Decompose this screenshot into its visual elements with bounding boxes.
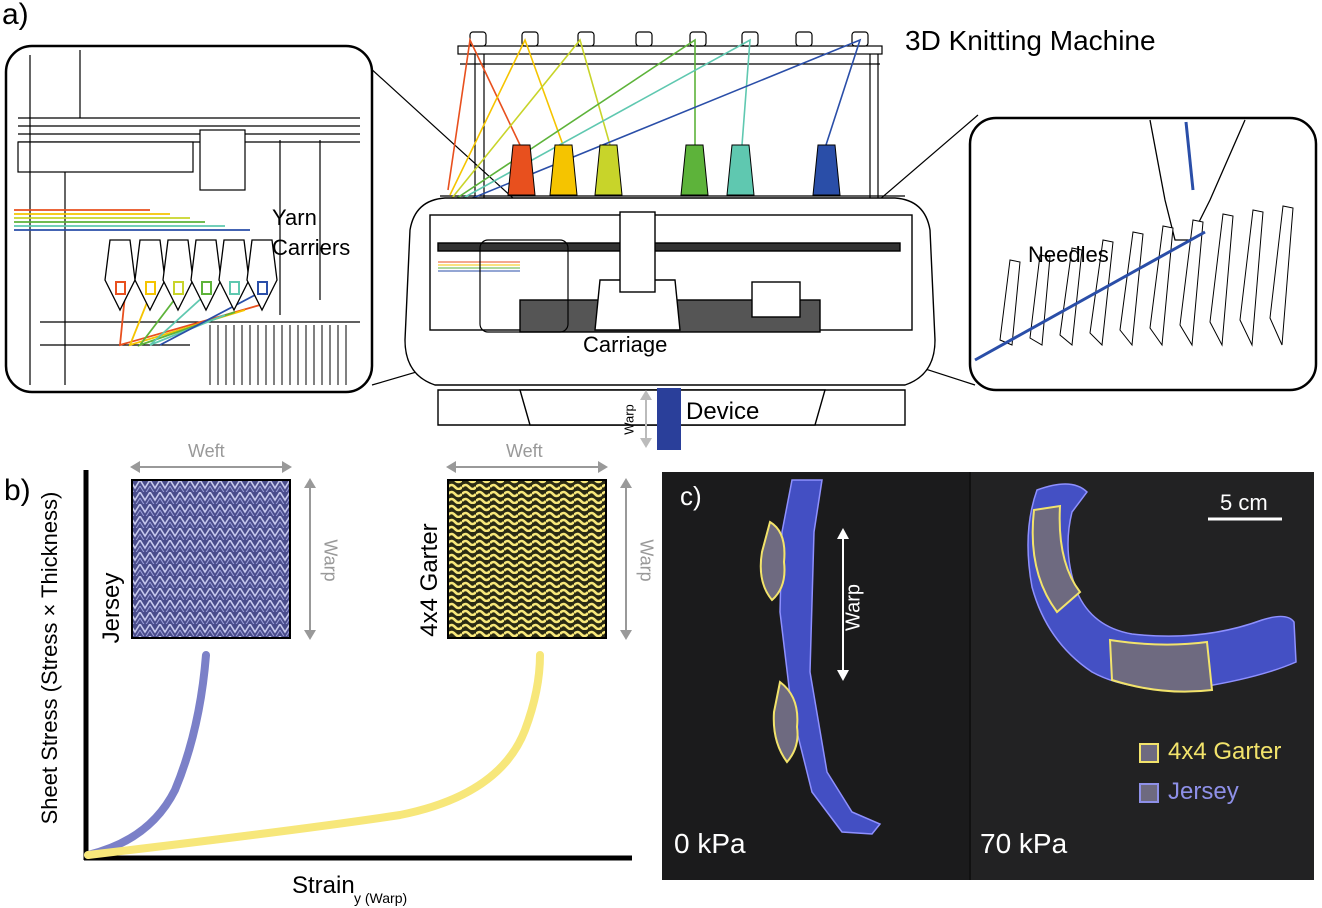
- yarn-carriers-label-line2: Carriers: [272, 235, 351, 260]
- y-axis-label: Sheet Stress (Stress × Thickness): [37, 491, 62, 825]
- garter-weft-label: Weft: [506, 441, 543, 461]
- yarn-cones: [507, 144, 841, 196]
- needles-inset: [968, 116, 1318, 392]
- panel-c-photo: [662, 472, 1314, 880]
- garter-swatch: [447, 479, 607, 639]
- device-label: Device: [686, 398, 760, 425]
- jersey-swatch: [131, 479, 291, 639]
- jersey-warp-label: Warp: [320, 539, 341, 582]
- axes: [83, 470, 632, 861]
- pressure-right-label: 70 kPa: [980, 828, 1068, 859]
- x-axis-label-sub: y (Warp): [354, 890, 408, 906]
- mini-carriers: [438, 261, 520, 272]
- panel-a-letter: a): [2, 0, 29, 31]
- carriage-label: Carriage: [583, 332, 668, 357]
- tube-0kpa: [779, 479, 882, 835]
- tube-70kpa: [1027, 483, 1297, 690]
- warp-arrows-b: [304, 478, 632, 640]
- yarn-carriers-label-line1: Yarn: [272, 205, 317, 230]
- yarn-carriers-inset: [4, 44, 374, 394]
- machine-title: 3D Knitting Machine: [905, 25, 1156, 56]
- yarn-lines: [447, 37, 862, 205]
- jersey-curve: [84, 651, 210, 859]
- panel-c-photo-drawing: [662, 472, 1314, 880]
- jersey-weft-label: Weft: [188, 441, 225, 461]
- warp-arrow-a: [640, 390, 652, 448]
- weft-arrows: [130, 461, 608, 473]
- pressure-left-label: 0 kPa: [674, 828, 746, 859]
- garter-warp-label: Warp: [636, 539, 657, 582]
- needles-label: Needles: [1028, 242, 1109, 267]
- legend-label-garter: 4x4 Garter: [1168, 738, 1282, 765]
- jersey-name-label: Jersey: [98, 572, 125, 644]
- rack-clips: [469, 31, 869, 47]
- legend-swatch-jersey: [1139, 783, 1159, 803]
- scale-label: 5 cm: [1220, 490, 1268, 515]
- panel-c-letter: c): [680, 481, 702, 511]
- garter-curve: [84, 651, 544, 859]
- legend-swatch-garter: [1139, 743, 1159, 763]
- garter-name-label: 4x4 Garter: [416, 523, 443, 637]
- panel-b-letter: b): [4, 474, 31, 507]
- device-bar: [657, 388, 681, 450]
- x-axis-label-main: Strain: [292, 872, 355, 899]
- legend-label-jersey: Jersey: [1168, 778, 1239, 805]
- warp-label-c: Warp: [842, 583, 865, 632]
